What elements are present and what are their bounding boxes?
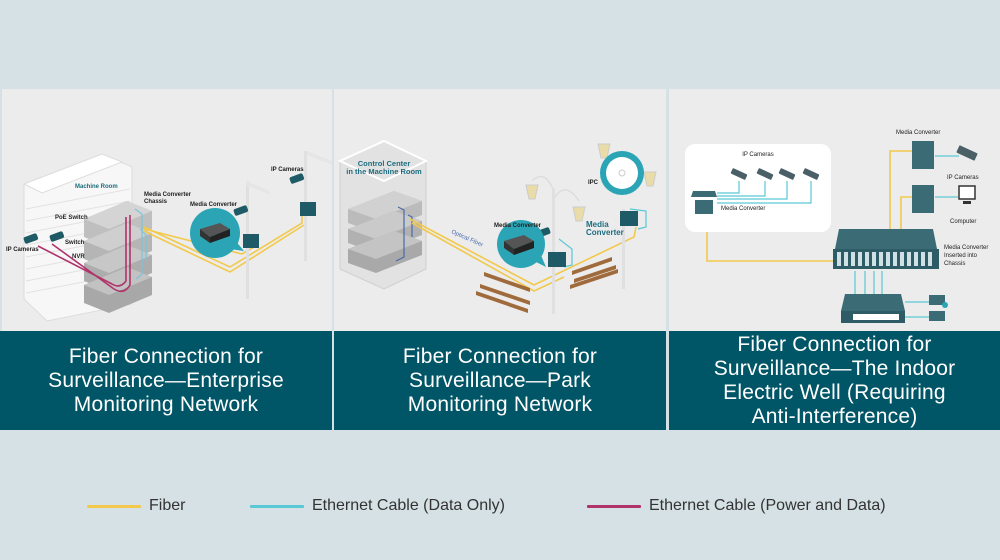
camera-icon [289, 173, 305, 184]
caption-park: Fiber Connection for Surveillance—Park M… [334, 331, 666, 430]
media-converter-chassis [833, 229, 939, 269]
camera-icon [23, 233, 39, 244]
legend-item-ethernet-power: Ethernet Cable (Power and Data) [587, 493, 886, 519]
label-optical-fiber: Optical Fiber [450, 229, 484, 248]
legend-item-ethernet-data: Ethernet Cable (Data Only) [250, 493, 505, 519]
media-converter-callout [190, 208, 244, 258]
legend-label: Ethernet Cable (Data Only) [312, 497, 505, 514]
media-converter-device-2 [620, 211, 638, 226]
caption-electric-well: Fiber Connection for Surveillance—The In… [669, 331, 1000, 430]
label-nvr: NVR [72, 254, 85, 260]
label-ip-cameras-right: IP Cameras [947, 175, 979, 181]
caption-enterprise: Fiber Connection for Surveillance—Enterp… [0, 331, 332, 430]
ethernet-data-line-swatch [250, 504, 304, 508]
lamp-post-2 [597, 143, 657, 289]
storage-icon [929, 311, 945, 321]
camera-icon [49, 231, 65, 242]
label-chassis-3: Chassis [944, 261, 965, 267]
label-chassis-2: Inserted into [944, 253, 978, 259]
label-chassis-1: Media Converter [144, 192, 192, 198]
park-diagram: Control Center in the Machine Room Optic… [337, 139, 657, 314]
media-converter-box-device [695, 200, 713, 214]
media-converter-device-1 [243, 234, 259, 248]
label-machine-room: Machine Room [75, 184, 118, 190]
ethernet-cables [558, 208, 647, 268]
computer-icon [958, 185, 976, 204]
label-control-center-1: Control Center [358, 159, 411, 168]
switch-device [691, 191, 717, 197]
legend-item-fiber: Fiber [87, 493, 185, 519]
label-media-converter-box: Media Converter [721, 206, 765, 212]
machine-room-rack [84, 201, 152, 313]
panel-park: Control Center in the Machine Room Optic… [334, 89, 666, 331]
ipc-camera [600, 151, 644, 195]
label-media-converter-top: Media Converter [896, 130, 940, 136]
fiber-line-swatch [87, 504, 141, 508]
camera-icon [730, 168, 748, 180]
media-converter-device-mid [912, 185, 934, 213]
data-ethernet-cables [134, 208, 147, 280]
power-ethernet-cables [37, 215, 131, 293]
ethernet-cables-right [854, 155, 959, 318]
label-chassis-2: Chassis [144, 199, 168, 205]
media-converter-callout [497, 220, 546, 268]
enterprise-diagram: Machine Room PoE Switch Switch NVR IP Ca… [6, 151, 332, 322]
label-ip-cameras-right: IP Cameras [271, 167, 304, 173]
electric-well-diagram: IP Cameras Media Converter Media Convert… [685, 130, 988, 323]
bench-2 [570, 257, 618, 289]
fiber-cables [706, 150, 912, 262]
legend-label: Ethernet Cable (Power and Data) [649, 497, 886, 514]
camera-icon [778, 168, 796, 180]
label-media-converter-big-1: Media [586, 220, 609, 229]
server-icon [929, 295, 948, 308]
legend-label: Fiber [149, 497, 186, 514]
label-ip-cameras-left: IP Cameras [6, 247, 39, 253]
ethernet-cables-box [717, 181, 812, 204]
camera-icon [756, 168, 774, 180]
ethernet-switch [841, 294, 905, 323]
media-converter-device-top [912, 141, 934, 169]
label-switch: Switch [65, 240, 85, 246]
legend: Fiber Ethernet Cable (Data Only) Etherne… [0, 493, 1000, 519]
lamp-post-1 [525, 175, 586, 314]
label-control-center-2: in the Machine Room [346, 167, 422, 176]
label-media-converter-small: Media Converter [494, 223, 542, 229]
caption-text: Fiber Connection for Surveillance—Park M… [402, 344, 598, 416]
panel-enterprise: Machine Room PoE Switch Switch NVR IP Ca… [2, 89, 332, 331]
media-converter-device-1 [548, 252, 566, 267]
label-ip-cameras-box: IP Cameras [742, 152, 774, 158]
ip-camera-group-box [685, 144, 831, 232]
caption-text: Fiber Connection for Surveillance—Enterp… [48, 344, 284, 416]
panel-electric-well: IP Cameras Media Converter Media Convert… [669, 89, 1000, 331]
label-media-converter: Media Converter [190, 202, 238, 208]
label-chassis-1: Media Converter [944, 245, 988, 251]
label-poe-switch: PoE Switch [55, 215, 88, 221]
label-computer: Computer [950, 219, 976, 225]
bench-1 [476, 272, 530, 313]
ethernet-power-line-swatch [587, 504, 641, 508]
caption-text: Fiber Connection for Surveillance—The In… [713, 332, 956, 428]
media-converter-device-2 [300, 202, 316, 216]
camera-icon [802, 168, 820, 180]
camera-icon [956, 145, 978, 161]
rack-internal-cables [395, 206, 413, 262]
camera-icon [233, 205, 249, 216]
label-ipc: IPC [588, 180, 599, 186]
label-media-converter-big-2: Converter [586, 228, 624, 237]
